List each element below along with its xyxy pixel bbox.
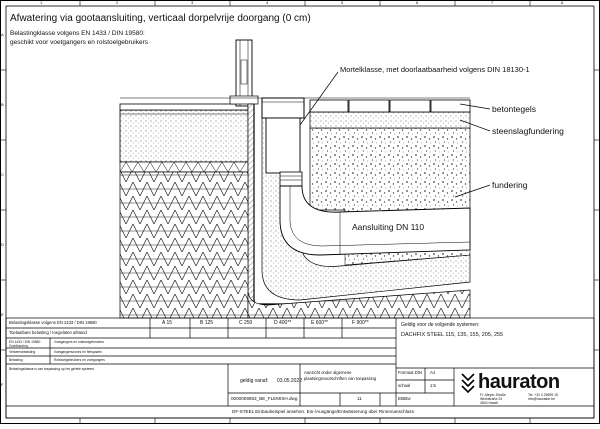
border-col-2: 2 [116, 0, 119, 5]
tb-small-left-3: Verkeersbelasting [9, 350, 36, 354]
valid-for-label: Geldig voor de volgende systemen: [401, 322, 480, 328]
doc-number: 0000009853_BE_FLEMISH.dwg [231, 396, 298, 401]
title-block-grid [5, 317, 595, 419]
border-row-f: F [1, 382, 4, 387]
concrete-tiles [309, 99, 471, 113]
floor-finish [119, 103, 249, 111]
border-col-4: 4 [266, 0, 269, 5]
label-steenslagfundering: steenslagfundering [492, 126, 564, 136]
tb-small-left-1: EN 1433 / DIN 19580 [9, 340, 41, 344]
mortar-bed [309, 111, 471, 129]
tb-row2-left: Toelaatbare belasting / toegelaten afsta… [9, 330, 87, 335]
note-box-2: plaatsingsvoorschriften van toepassing [304, 376, 377, 381]
border-col-8: 8 [561, 0, 564, 5]
subtitle-line-1: Belastingklasse volgens EN 1433 / DIN 19… [10, 30, 145, 37]
contact-email: info@hauraton.be [528, 397, 556, 401]
subsoil-right [247, 289, 471, 319]
address-line-2: Werkstraße 24 [480, 397, 503, 401]
tb-row1-left: Belastingsklasse volgens EN 1433 / DIN 1… [9, 320, 97, 325]
border-row-b: B [1, 102, 4, 107]
drain-pipe [279, 185, 471, 256]
border-col-5: 5 [341, 0, 344, 5]
tb-small-left-4: Belasting [9, 358, 23, 362]
tb-small-left-2: Goedkeuring [9, 344, 28, 348]
wall-sealing [247, 103, 255, 305]
tb-small-mid-2: Voetgangerszones en fietspaden [54, 350, 103, 354]
format-value: A4 [430, 370, 436, 375]
footer-text: DF-STEEL Einbaubeispiel ansehen. Ein-/Au… [232, 409, 414, 414]
label-betontegels: betontegels [492, 104, 536, 114]
border-row-c: C [1, 172, 4, 177]
load-class-e600: E 600** [311, 320, 328, 326]
scale-value: 1:5 [430, 383, 436, 388]
load-class-c250: C 250 [239, 320, 253, 326]
geldig-date: 03.05.2022 [277, 378, 303, 384]
channel-body [265, 117, 301, 174]
border-row-a: A [1, 32, 4, 37]
drainage-channel [261, 97, 305, 119]
address-line-1: Fr.-Meyer-Straße [480, 393, 506, 397]
hauraton-logo-icon [461, 373, 475, 394]
border-col-1: 1 [40, 0, 43, 5]
ebbw-label: EBBw [398, 396, 411, 401]
load-class-b125: B 125 [200, 320, 214, 326]
channel-outlet [279, 171, 303, 187]
border-row-d: D [1, 242, 4, 247]
valid-systems: DACHFIX STEEL 115, 135, 155, 205, 255 [401, 332, 504, 338]
load-class-f900: F 900** [352, 320, 369, 326]
format-label: Formaat DIN [398, 370, 422, 375]
floor-slab [119, 109, 249, 163]
border-col-7: 7 [491, 0, 494, 5]
leader-lines [299, 71, 491, 198]
door-threshold [229, 95, 259, 105]
note-box-1: Aanzicht onder algemene [304, 370, 352, 375]
subsoil-left [119, 171, 249, 319]
load-class-d400: D 400** [274, 320, 292, 326]
label-aansluiting: Aansluiting DN 110 [352, 222, 425, 232]
contact-tel: Tel. +32 4 25695 15 [528, 393, 558, 397]
address-line-3: 4840 Haselt [480, 401, 499, 405]
border-col-3: 3 [191, 0, 194, 5]
load-class-a15: A 15 [162, 320, 173, 326]
subtitle-line-2: geschikt voor voetgangers en rolstoelgeb… [10, 39, 149, 46]
tb-notes: Belastingsklasse is van toepassing op he… [9, 367, 95, 371]
label-mortel: Mortelklasse, met doorlaatbaarheid volge… [340, 65, 530, 74]
page-title: Afwatering via gootaansluiting, verticaa… [10, 13, 311, 24]
border-row-e: E [1, 312, 4, 317]
label-fundering: fundering [492, 180, 528, 190]
scale-label: schaal [398, 383, 411, 388]
tb-small-mid-1: Voetgangers en rolstoelgebruikers [54, 340, 105, 344]
border-col-6: 6 [416, 0, 419, 5]
tb-small-mid-3: Rolstoelgebruikers en voetgangers [54, 358, 105, 362]
page-number: 11 [357, 396, 362, 401]
geldig-label: geldig vanaf: [240, 378, 269, 384]
hauraton-logo-text: hauraton [478, 371, 560, 393]
